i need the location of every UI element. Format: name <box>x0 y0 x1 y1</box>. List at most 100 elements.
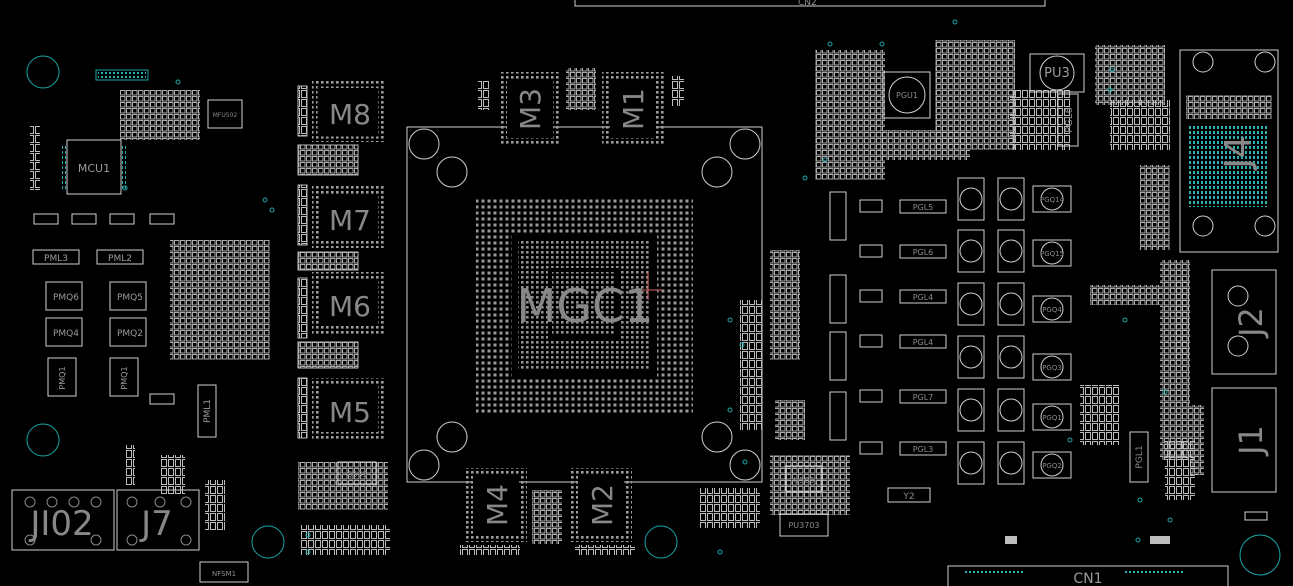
gpu-mgc1[interactable]: MGC1 <box>406 126 763 483</box>
connector-cn2[interactable]: CN2 <box>574 0 1046 8</box>
pgq3-label: PGQ3 <box>1042 364 1062 372</box>
pgl6-top-label: PGL6 <box>1064 107 1075 133</box>
pgl1-label: PGL1 <box>1135 445 1145 468</box>
mcu1[interactable]: MCU1 <box>62 139 126 195</box>
pml1-label: PML1 <box>203 399 213 423</box>
m5-label: M5 <box>329 396 371 429</box>
connector-j2[interactable]: J2 <box>1175 269 1277 375</box>
pu3[interactable]: PU3 <box>1029 53 1085 93</box>
j4-label: J4 <box>1218 135 1259 171</box>
smd-cluster-left <box>30 90 270 530</box>
mfu502[interactable]: MFU502 <box>207 99 243 129</box>
mosfet-pgq15[interactable]: PGQ15 <box>1032 239 1072 267</box>
mosfet-pgq3[interactable]: PGQ3 <box>1032 353 1072 381</box>
smd-cluster-bottom-left-mem <box>298 462 390 555</box>
inductor-pml3[interactable]: PML3 <box>32 249 80 265</box>
cn2-label: CN2 <box>798 0 817 8</box>
u505-label: U505 <box>793 476 814 485</box>
pmq1a-label: PMQ1 <box>58 366 67 389</box>
inductor-pml2[interactable]: PML2 <box>96 249 144 265</box>
mosfet-pgq4[interactable]: PGQ4 <box>1032 295 1072 323</box>
inductor-pgl3[interactable]: PGL3 <box>899 441 947 456</box>
y2-label: Y2 <box>902 492 914 502</box>
m7-label: M7 <box>329 204 371 237</box>
m6-label: M6 <box>329 290 371 323</box>
j102-label: JI02 <box>28 504 93 544</box>
inductor-pgl5[interactable]: PGL5 <box>899 199 947 214</box>
inductor-pml1[interactable]: PML1 <box>197 384 217 438</box>
u505[interactable]: U505 <box>785 465 823 493</box>
mosfet-pgq14[interactable]: PGQ14 <box>1032 185 1072 213</box>
mosfet-pmq6[interactable]: PMQ6 <box>45 281 83 311</box>
pgq4-label: PGQ4 <box>1042 306 1062 314</box>
pgl4a-label: PGL4 <box>913 293 934 302</box>
gpu-label: MGC1 <box>517 279 654 333</box>
nfsm1[interactable]: NFSM1 <box>199 561 249 583</box>
connector-j4[interactable]: J4 <box>1179 49 1279 253</box>
pgl6-top[interactable]: PGL6 <box>1057 93 1079 147</box>
pgl7-label: PGL7 <box>913 393 934 402</box>
pgq1-label: PGQ1 <box>1042 414 1062 422</box>
pgl1-right[interactable]: PGL1 <box>1129 431 1149 483</box>
mosfet-pgq2[interactable]: PGQ2 <box>1032 451 1072 479</box>
nfsm1-label: NFSM1 <box>212 570 236 578</box>
pgl3-label: PGL3 <box>913 445 934 454</box>
pgq15-label: PGQ15 <box>1040 250 1064 258</box>
pu3703-label: PU3703 <box>788 521 819 530</box>
smd-cluster-top-right <box>815 40 1170 250</box>
m4-label: M4 <box>481 484 514 526</box>
pgu1[interactable]: PGU1 <box>883 71 931 119</box>
mfu502-label: MFU502 <box>213 112 238 119</box>
pml2-label: PML2 <box>108 254 132 264</box>
pml3-label: PML3 <box>44 254 68 264</box>
connector-j1[interactable]: J1 <box>1190 387 1277 493</box>
smd-cluster-right-gpu <box>700 250 850 528</box>
pu3-label: PU3 <box>1044 66 1070 81</box>
q535[interactable]: Q535 <box>337 461 377 485</box>
pgl6-label: PGL6 <box>913 248 934 257</box>
pmq5-label: PMQ5 <box>117 293 143 303</box>
pmq4-label: PMQ4 <box>53 329 79 339</box>
mosfet-pmq4[interactable]: PMQ4 <box>45 317 83 347</box>
memory-m4[interactable]: M4 <box>465 468 527 542</box>
memory-m5[interactable]: M5 <box>312 378 386 440</box>
mosfet-pmq1-a[interactable]: PMQ1 <box>47 357 77 397</box>
inductor-pgl7[interactable]: PGL7 <box>899 389 947 404</box>
pu3703[interactable]: PU3703 <box>779 513 829 537</box>
m8-label: M8 <box>329 98 371 131</box>
mcu1-label: MCU1 <box>78 162 110 175</box>
inductor-pgl6[interactable]: PGL6 <box>899 244 947 259</box>
inductor-pgl4-b[interactable]: PGL4 <box>899 334 947 349</box>
pgq14-label: PGQ14 <box>1040 196 1065 204</box>
caps-vertical-column <box>829 191 883 455</box>
memory-m8[interactable]: M8 <box>312 80 386 142</box>
mosfet-pgq1[interactable]: PGQ1 <box>1032 403 1072 431</box>
memory-m7[interactable]: M7 <box>312 186 386 248</box>
memory-m6[interactable]: M6 <box>312 272 386 334</box>
cn1-label: CN1 <box>1073 571 1102 586</box>
smd-cluster-left-memory <box>297 85 359 439</box>
pads-bottom-right <box>1005 511 1268 544</box>
pgl4b-label: PGL4 <box>913 338 934 347</box>
mosfet-pmq1-b[interactable]: PMQ1 <box>109 357 139 397</box>
smd-cluster-bottom-middle <box>460 490 635 555</box>
j2-label: J2 <box>1232 307 1270 339</box>
header-top-left <box>95 69 149 81</box>
pads-left-row <box>33 213 175 405</box>
memory-m3[interactable]: M3 <box>499 72 561 146</box>
memory-m1[interactable]: M1 <box>602 72 664 146</box>
connector-j7[interactable]: J7 <box>116 489 200 551</box>
mosfet-pmq2[interactable]: PMQ2 <box>109 317 147 347</box>
q535-label: Q535 <box>346 470 368 479</box>
memory-m2[interactable]: M2 <box>570 468 632 542</box>
pmq1b-label: PMQ1 <box>120 366 129 389</box>
pgl5-label: PGL5 <box>913 203 934 212</box>
connector-cn1[interactable]: CN1 <box>947 565 1229 586</box>
connector-j102[interactable]: JI02 <box>11 489 115 551</box>
inductor-pgl4-a[interactable]: PGL4 <box>899 289 947 304</box>
mosfet-grid-right <box>957 177 1025 485</box>
mosfet-pmq5[interactable]: PMQ5 <box>109 281 147 311</box>
crystal-y2[interactable]: Y2 <box>887 487 931 503</box>
m1-label: M1 <box>617 88 650 130</box>
